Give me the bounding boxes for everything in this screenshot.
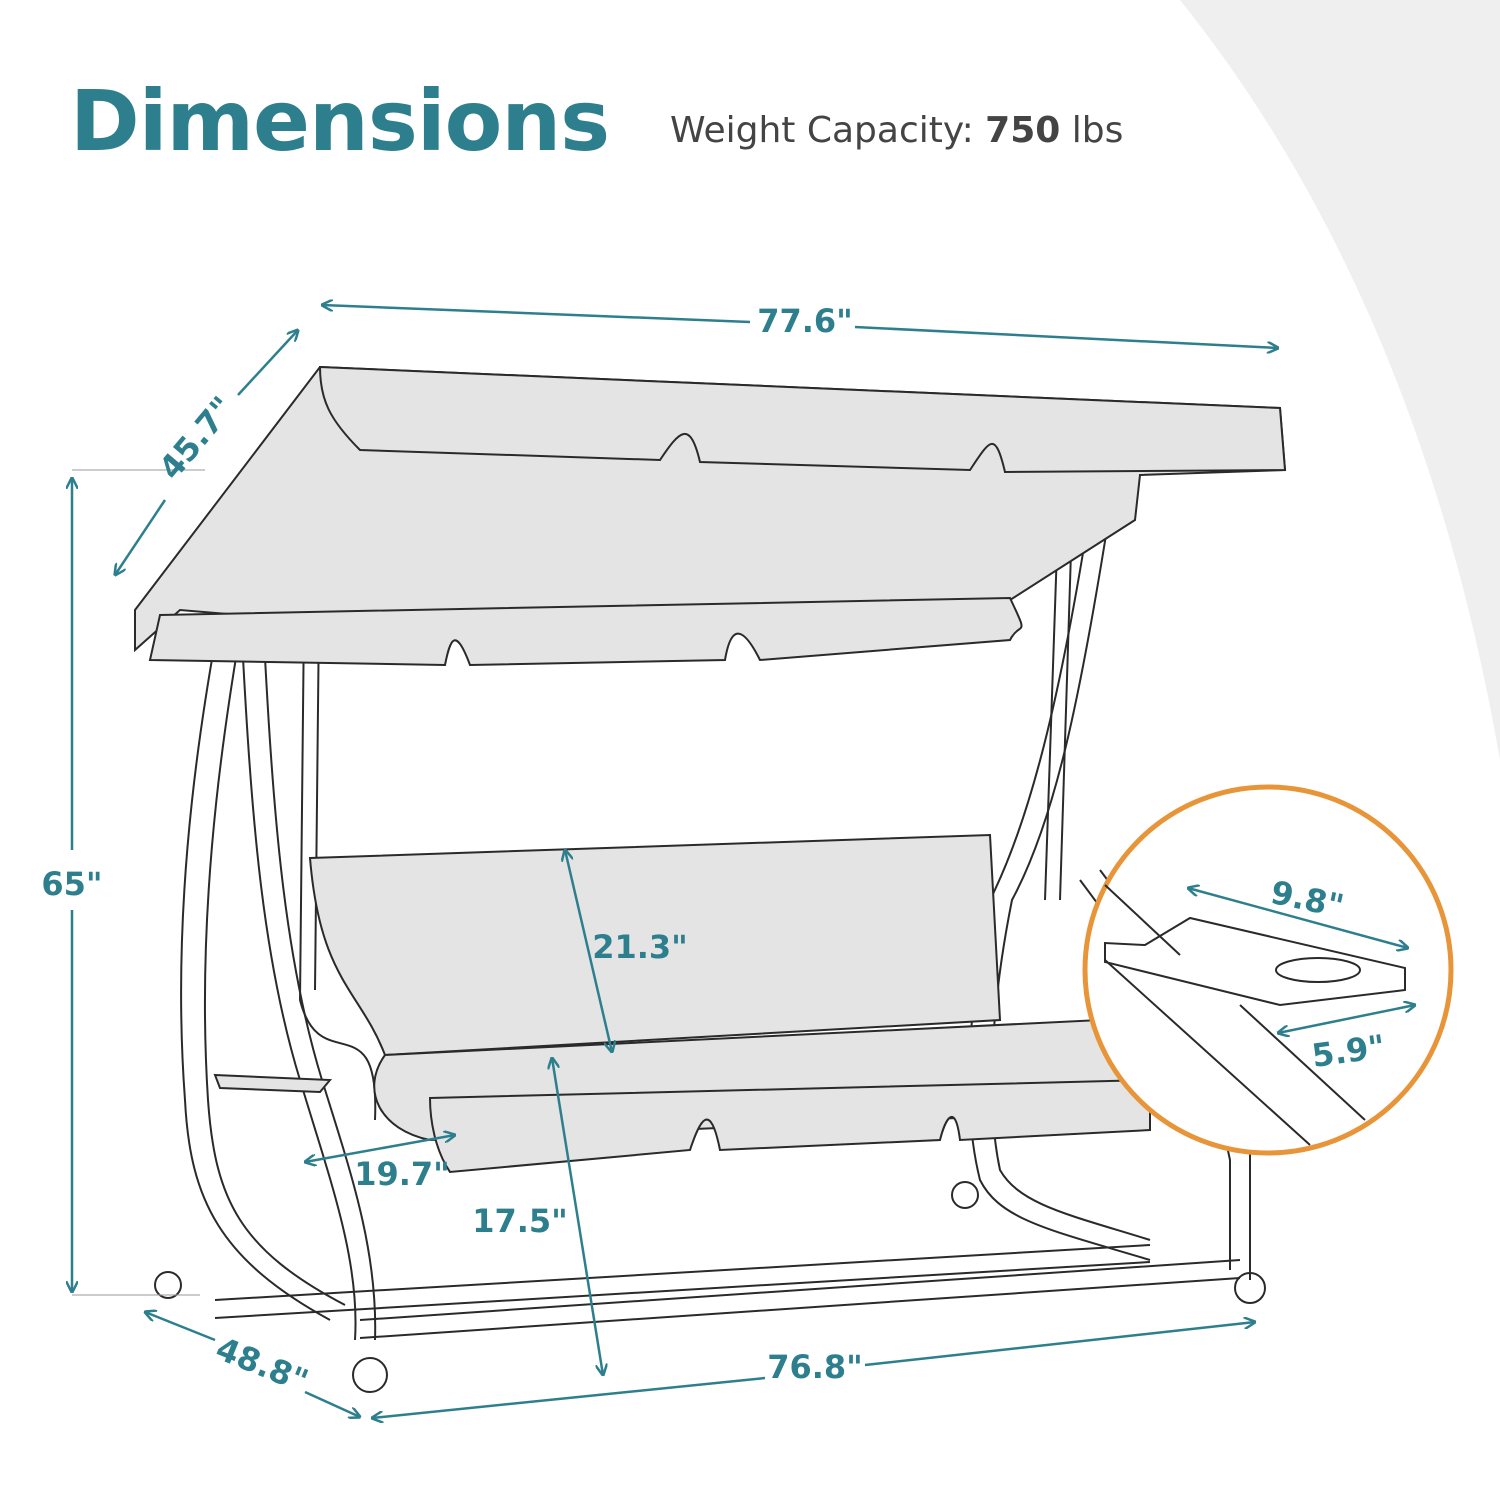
tray-detail[interactable] [1082, 784, 1454, 1156]
capacity-unit: lbs [1071, 110, 1124, 151]
tray-zoom-ring [1082, 784, 1454, 1156]
page-title: Dimensions [70, 72, 610, 170]
capacity-label: Weight Capacity: [670, 110, 974, 151]
backrest-height-label: 21.3" [592, 928, 688, 966]
background-arc [1180, 0, 1500, 760]
canopy-width-label: 77.6" [757, 302, 853, 340]
height-label: 65" [41, 865, 102, 903]
seat-depth-label: 19.7" [354, 1155, 450, 1193]
canopy-depth-label: 45.7" [151, 389, 242, 487]
base-width-label: 76.8" [767, 1348, 863, 1386]
base-depth-label: 48.8" [211, 1329, 314, 1400]
swing-canopy [134, 365, 1287, 667]
weight-capacity: Weight Capacity: 750 lbs [670, 110, 1123, 151]
capacity-value: 750 [985, 110, 1061, 151]
seat-height-label: 17.5" [472, 1202, 568, 1240]
swing-seat [308, 833, 1152, 1174]
dimension-arrows [72, 305, 1415, 1418]
